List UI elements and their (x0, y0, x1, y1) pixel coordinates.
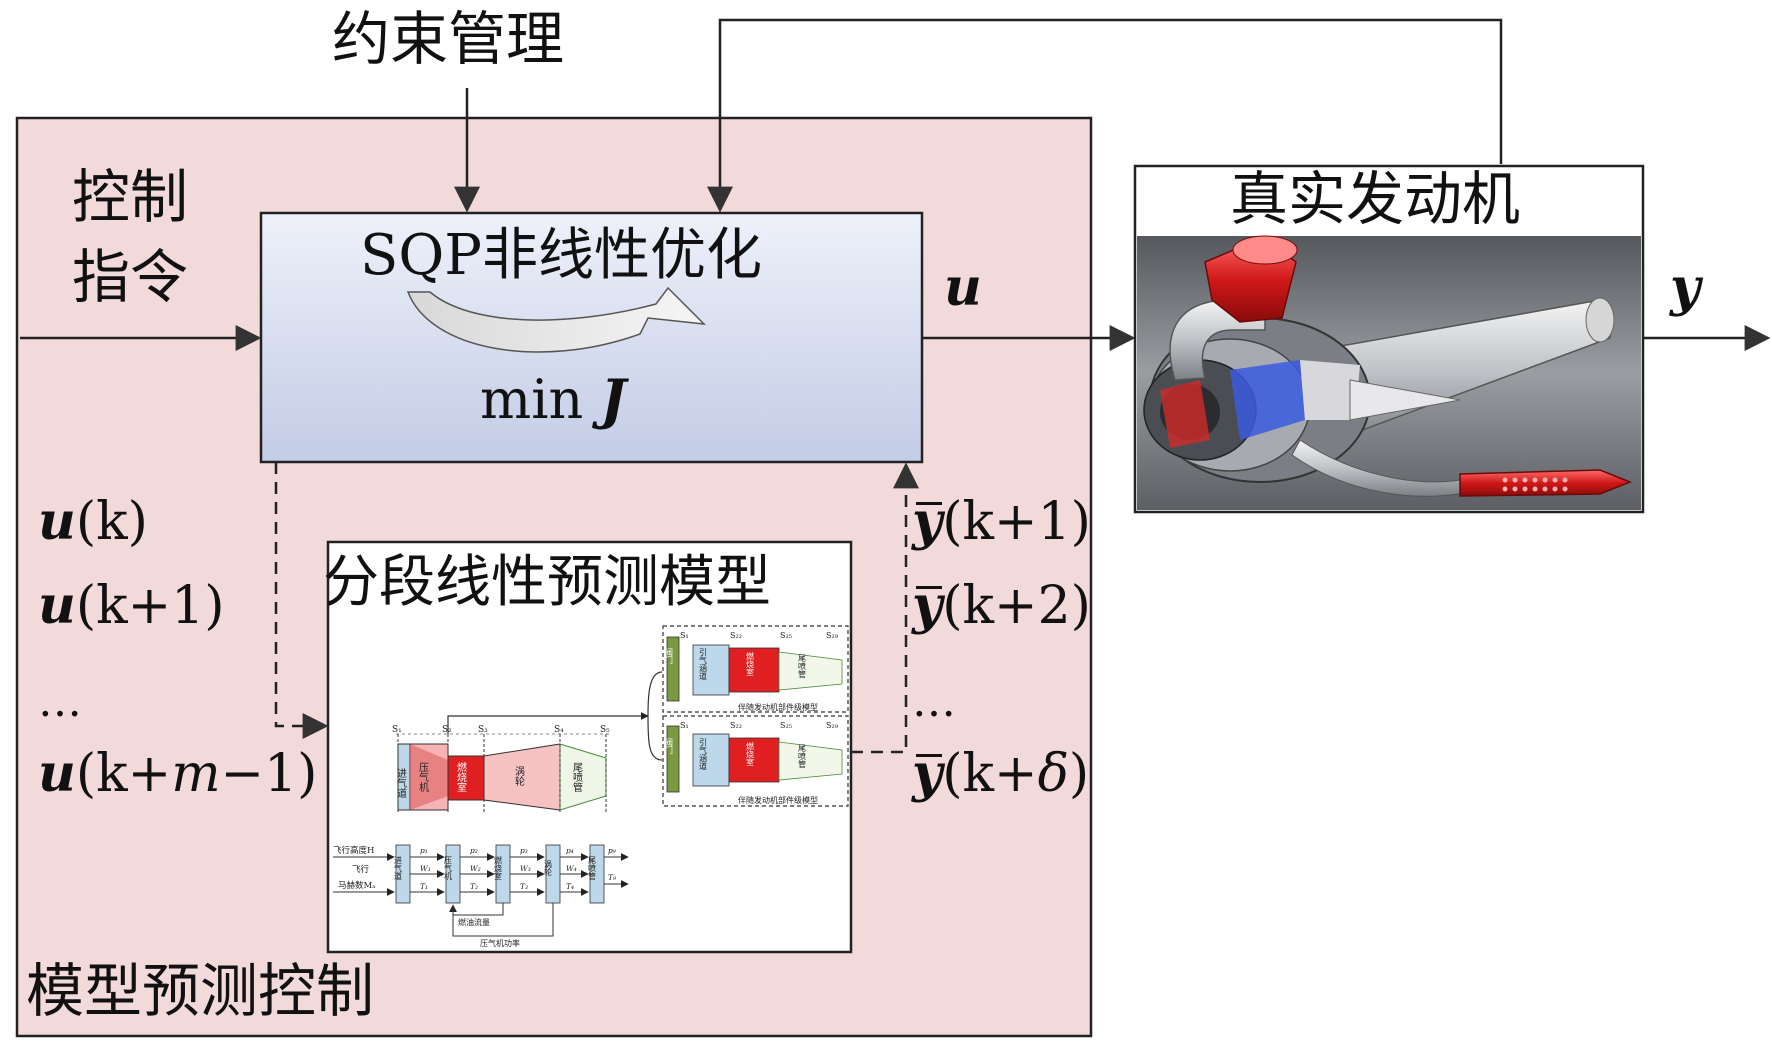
engine-illustration (1143, 235, 1633, 497)
svg-text:W₂: W₂ (470, 864, 481, 873)
y-output-label: y (1670, 257, 1701, 318)
companion-model-2 (662, 715, 849, 807)
control-sequence-dashed (274, 462, 329, 739)
cost-J: J (600, 367, 626, 431)
svg-text:W₄: W₄ (566, 864, 577, 873)
svg-text:p₄: p₄ (566, 846, 574, 855)
u-dots-label: … (38, 676, 82, 727)
svg-text:S₄: S₄ (554, 725, 564, 735)
svg-text:T₁: T₁ (420, 882, 428, 891)
optimization-loop-arrow (406, 286, 707, 353)
svg-text:燃烧室: 燃烧室 (455, 761, 467, 792)
svg-text:压气机: 压气机 (444, 856, 453, 881)
engine-title: 真实发动机 (1230, 165, 1521, 233)
svg-text:引气涵道: 引气涵道 (699, 738, 708, 771)
svg-text:伴随发动机部件级模型: 伴随发动机部件级模型 (738, 795, 818, 805)
svg-text:燃油流量: 燃油流量 (458, 917, 490, 927)
svg-text:阀门: 阀门 (665, 738, 674, 755)
y1-overbar (916, 502, 942, 505)
svg-text:涡轮: 涡轮 (513, 766, 525, 786)
constraint-management-label: 约束管理 (332, 5, 565, 73)
u-k1-label: u(k+1) (38, 575, 225, 636)
svg-text:进气道: 进气道 (395, 768, 407, 798)
svg-text:S₂₂: S₂₂ (730, 631, 742, 640)
svg-text:压气机: 压气机 (417, 762, 429, 793)
svg-text:S₂₉: S₂₉ (826, 631, 839, 640)
svg-text:S₂₅: S₂₅ (780, 721, 792, 730)
svg-text:S₂₅: S₂₅ (780, 631, 792, 640)
svg-text:尾喷管: 尾喷管 (798, 744, 807, 769)
u-km1-label: u(k+m−1) (38, 743, 318, 804)
u-k-label: u(k) (38, 491, 148, 552)
feedback-line (707, 18, 1503, 213)
svg-text:S₁: S₁ (680, 631, 689, 640)
svg-text:S₂₉: S₂₉ (826, 721, 839, 730)
svg-text:S₂: S₂ (442, 725, 452, 735)
y-dots-label: … (912, 676, 956, 727)
y-kd-label: y(k+δ) (912, 743, 1090, 804)
component-model-figure: S₁ S₂ S₃ S₄ S₅ 进气道 压气机 燃烧室 涡轮 尾喷管 S₁ S₂₂… (333, 625, 849, 948)
u-output-label: u (944, 257, 982, 318)
predicted-output-dashed (851, 462, 919, 754)
svg-text:p₃: p₃ (520, 846, 528, 855)
control-command-label-1: 控制 (72, 163, 189, 231)
prediction-model-title: 分段线性预测模型 (323, 550, 771, 615)
svg-text:飞行: 飞行 (352, 864, 370, 875)
svg-text:涡轮: 涡轮 (544, 859, 553, 877)
combustor-section (447, 755, 485, 801)
min-word: min (480, 368, 584, 431)
yd-overbar (916, 754, 942, 757)
svg-text:W₃: W₃ (520, 864, 531, 873)
svg-text:p₂: p₂ (470, 846, 478, 855)
svg-text:燃烧室: 燃烧室 (746, 651, 755, 676)
svg-text:T₂: T₂ (470, 882, 478, 891)
svg-text:马赫数Mₐ: 马赫数Mₐ (338, 880, 376, 891)
svg-text:尾喷管: 尾喷管 (798, 654, 807, 679)
sqp-title: SQP非线性优化 (360, 223, 762, 288)
svg-text:燃烧室: 燃烧室 (494, 855, 503, 880)
svg-text:p₉: p₉ (608, 846, 616, 855)
svg-text:阀门: 阀门 (665, 648, 674, 665)
svg-text:压气机功率: 压气机功率 (480, 938, 520, 948)
svg-text:S₂₂: S₂₂ (730, 721, 742, 730)
svg-text:飞行高度H: 飞行高度H (333, 845, 374, 856)
svg-text:S₁: S₁ (392, 725, 402, 735)
svg-text:燃烧室: 燃烧室 (746, 741, 755, 766)
svg-text:引气涵道: 引气涵道 (699, 648, 708, 681)
svg-text:p₁: p₁ (420, 846, 428, 855)
control-command-label-2: 指令 (72, 243, 189, 311)
cost-function-label: min J (480, 372, 626, 427)
svg-text:W₁: W₁ (420, 864, 431, 873)
mpc-title: 模型预测控制 (26, 957, 375, 1025)
svg-text:尾喷管: 尾喷管 (571, 762, 583, 793)
svg-text:伴随发动机部件级模型: 伴随发动机部件级模型 (738, 702, 818, 712)
companion-model-1 (662, 625, 849, 713)
svg-text:尾喷管: 尾喷管 (588, 856, 597, 881)
y-k2-label: y(k+2) (912, 575, 1091, 636)
svg-text:进气道: 进气道 (394, 856, 403, 881)
svg-text:S₃: S₃ (478, 725, 488, 735)
y-k1-label: y(k+1) (912, 491, 1091, 552)
svg-text:T₄: T₄ (566, 882, 574, 891)
svg-text:T₃: T₃ (520, 882, 528, 891)
y2-overbar (916, 586, 942, 589)
svg-text:T₉: T₉ (608, 873, 616, 882)
svg-text:S₅: S₅ (600, 725, 610, 735)
svg-text:S₁: S₁ (680, 721, 689, 730)
